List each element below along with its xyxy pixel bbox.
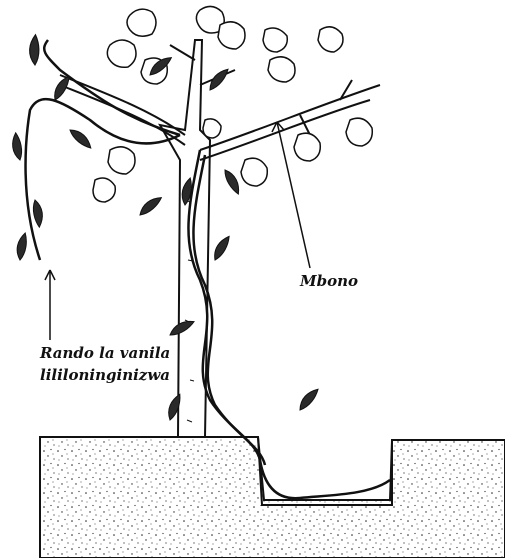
label-vanilla-cutting-line1: Rando la vanila xyxy=(40,344,170,362)
vanilla-leaves xyxy=(10,34,323,420)
label-mbono: Mbono xyxy=(300,272,358,290)
ground xyxy=(40,437,505,558)
tree-leaves xyxy=(93,6,372,202)
label-vanilla-cutting-line2: lililoninginizwa xyxy=(40,366,170,384)
arrow-vanilla-cutting xyxy=(45,270,55,340)
